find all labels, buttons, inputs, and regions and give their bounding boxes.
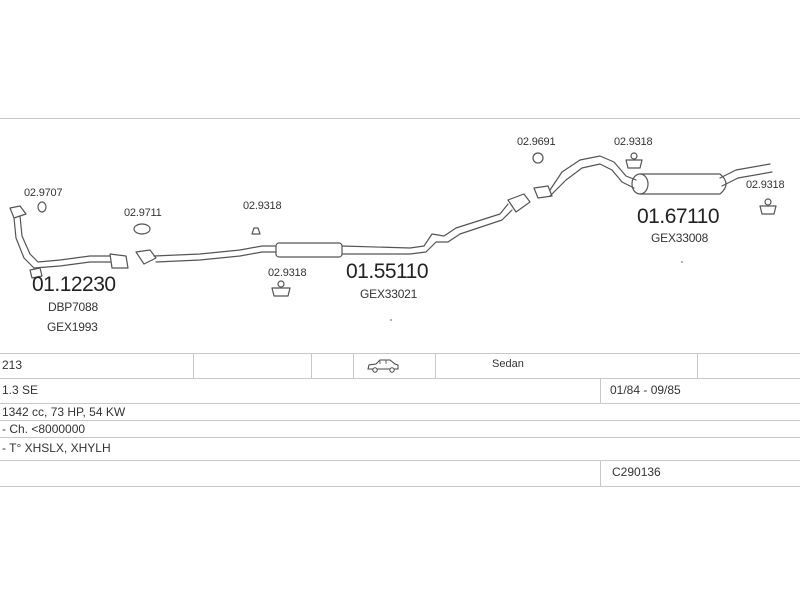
part-number-01-12230[interactable]: 01.12230 — [32, 273, 116, 296]
ref-gex33008: GEX33008 — [651, 231, 709, 245]
gasket-02-9707-label: 02.9707 — [24, 187, 63, 199]
hanger-drawing-4 — [759, 198, 777, 215]
cell-chassis: - Ch. <8000000 — [2, 422, 86, 436]
hanger-drawing-1 — [251, 227, 261, 235]
part-number-01-55110[interactable]: 01.55110 — [346, 260, 429, 283]
table-line-7 — [0, 486, 800, 487]
front-pipe-drawing — [9, 205, 129, 279]
table-vline-7 — [600, 460, 601, 486]
table-vline-6 — [600, 378, 601, 403]
gasket-02-9707-drawing — [37, 201, 47, 213]
part-number-01-67110[interactable]: 01.67110 — [637, 205, 720, 228]
hanger-drawing-3 — [625, 152, 643, 169]
rear-pipe-drawing — [533, 155, 773, 199]
cell-code: C290136 — [612, 465, 661, 479]
middle-pipe-drawing — [135, 193, 531, 265]
table-vline-4 — [435, 353, 436, 378]
top-divider — [0, 118, 800, 119]
table-vline-2 — [311, 353, 312, 378]
gasket-02-9691-drawing — [532, 152, 544, 164]
gasket-02-9711-drawing — [133, 223, 151, 235]
cell-years: 01/84 - 09/85 — [610, 383, 681, 397]
table-line-4 — [0, 420, 800, 421]
hanger-02-9318-label-bottom: 02.9318 — [268, 267, 307, 279]
gasket-02-9711-label: 02.9711 — [124, 207, 162, 219]
table-vline-1 — [193, 353, 194, 378]
ref-gex1993: GEX1993 — [47, 320, 98, 334]
gasket-02-9691-label: 02.9691 — [517, 136, 556, 148]
cell-version: 1.3 SE — [2, 383, 39, 397]
hanger-drawing-2 — [271, 280, 291, 297]
hanger-02-9318-label-rear-top: 02.9318 — [614, 136, 653, 148]
cell-model: 213 — [2, 358, 23, 372]
table-line-1 — [0, 353, 800, 354]
table-vline-5 — [697, 353, 698, 378]
cell-engine: 1342 cc, 73 HP, 54 KW — [2, 405, 126, 419]
ref-gex33021: GEX33021 — [360, 287, 418, 301]
hanger-02-9318-label-rear-right: 02.9318 — [746, 179, 785, 191]
ref-dbp7088: DBP7088 — [48, 300, 98, 314]
table-vline-3 — [353, 353, 354, 378]
hanger-02-9318-label-top: 02.9318 — [243, 200, 282, 212]
table-line-3 — [0, 403, 800, 404]
table-line-6 — [0, 460, 800, 461]
cell-body-type: Sedan — [492, 358, 524, 370]
table-line-5 — [0, 437, 800, 438]
sedan-car-icon — [367, 359, 399, 373]
exhaust-system-diagram — [9, 152, 777, 321]
table-line-2 — [0, 378, 800, 379]
cell-engine-type: - T° XHSLX, XHYLH — [2, 441, 111, 455]
